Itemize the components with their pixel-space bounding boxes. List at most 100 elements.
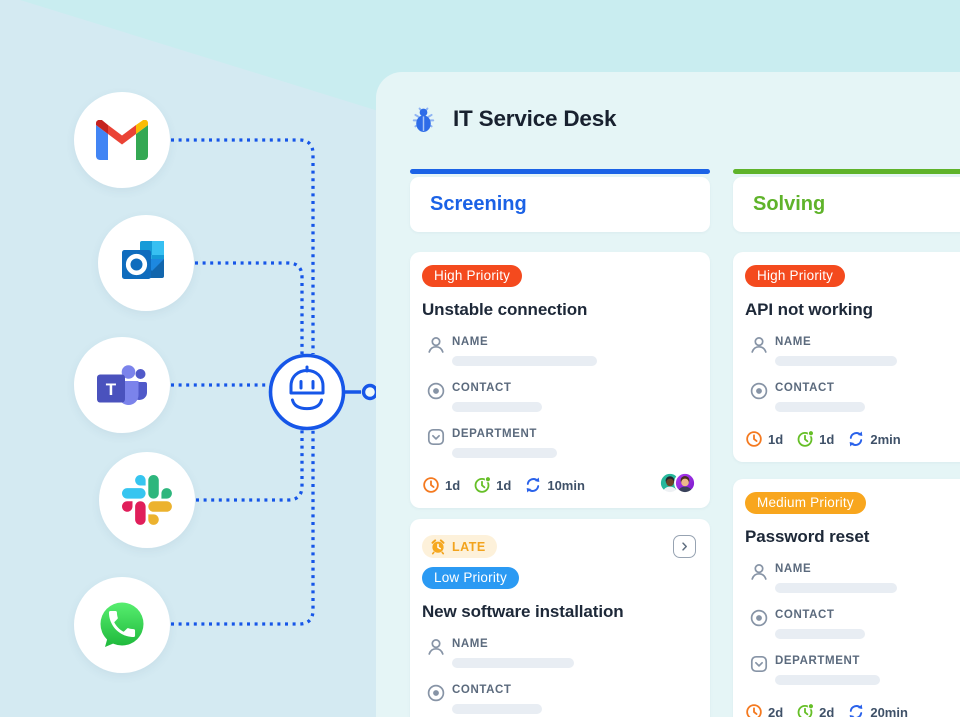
field-name: NAME bbox=[745, 335, 960, 366]
field-department: DEPARTMENT bbox=[422, 427, 696, 458]
metric-elapsed: 1d bbox=[473, 476, 511, 494]
wire-whatsapp bbox=[171, 430, 315, 626]
field-contact: CONTACT bbox=[745, 381, 960, 412]
column-accent-bar bbox=[733, 169, 960, 174]
metric-overdue: 2d bbox=[745, 703, 783, 717]
card-footer: 1d 1d 2min bbox=[745, 428, 960, 450]
ticket-card[interactable]: LATE Low Priority New software installat… bbox=[410, 519, 710, 717]
card-list: High Priority API not working NAME CONTA… bbox=[733, 252, 960, 717]
ticket-title: New software installation bbox=[422, 602, 624, 621]
wire-outlook bbox=[195, 261, 304, 354]
page-title: IT Service Desk bbox=[453, 106, 617, 131]
field-label: NAME bbox=[775, 563, 812, 575]
field-label: CONTACT bbox=[775, 382, 835, 394]
clock-green-icon bbox=[796, 430, 814, 448]
column-accent-bar bbox=[410, 169, 710, 174]
field-placeholder-bar bbox=[775, 402, 865, 412]
ticket-card[interactable]: Medium Priority Password reset NAME CONT… bbox=[733, 479, 960, 717]
ticket-title: Password reset bbox=[745, 527, 870, 546]
clock-green-icon bbox=[796, 703, 814, 717]
ticket-card[interactable]: High Priority API not working NAME CONTA… bbox=[733, 252, 960, 462]
clock-green-icon bbox=[473, 476, 491, 494]
field-contact: CONTACT bbox=[422, 381, 696, 412]
alarm-icon bbox=[430, 538, 446, 555]
svg-text:T: T bbox=[106, 380, 117, 399]
field-placeholder-bar bbox=[452, 704, 542, 714]
metric-overdue: 1d bbox=[422, 476, 460, 494]
card-top-row: LATE bbox=[422, 535, 696, 558]
panel-header: IT Service Desk bbox=[410, 105, 617, 133]
chatbot-icon bbox=[268, 353, 346, 431]
gmail-icon bbox=[96, 120, 148, 160]
column-title: Screening bbox=[430, 193, 527, 215]
outlook-icon bbox=[122, 241, 164, 279]
dropdown-icon bbox=[426, 427, 446, 447]
bug-icon bbox=[412, 107, 435, 132]
card-footer: 1d 1d 10min bbox=[422, 472, 696, 496]
field-name: NAME bbox=[422, 637, 696, 668]
ticket-card[interactable]: High Priority Unstable connection NAME C… bbox=[410, 252, 710, 508]
outlook-circle bbox=[98, 215, 194, 311]
whatsapp-circle bbox=[74, 577, 170, 673]
metric-cycle: 20min bbox=[847, 703, 908, 717]
priority-badge: High Priority bbox=[422, 265, 523, 287]
field-department: DEPARTMENT bbox=[745, 654, 960, 685]
field-placeholder-bar bbox=[775, 356, 897, 366]
contact-icon bbox=[426, 683, 446, 703]
field-contact: CONTACT bbox=[745, 608, 960, 639]
ticket-title: Unstable connection bbox=[422, 300, 588, 319]
column-title: Solving bbox=[753, 193, 826, 215]
slack-icon bbox=[122, 475, 172, 525]
column-solving: Solving High Priority API not working NA… bbox=[733, 169, 960, 717]
avatar bbox=[674, 472, 696, 494]
field-label: DEPARTMENT bbox=[452, 428, 538, 440]
metric-elapsed: 1d bbox=[796, 430, 834, 448]
priority-badge: Medium Priority bbox=[745, 492, 866, 514]
field-placeholder-bar bbox=[775, 675, 880, 685]
clock-orange-icon bbox=[422, 476, 440, 494]
field-placeholder-bar bbox=[775, 583, 897, 593]
metric-cycle: 10min bbox=[524, 476, 585, 494]
card-footer: 2d 2d 20min bbox=[745, 701, 960, 717]
priority-badge: Low Priority bbox=[422, 567, 519, 589]
field-label: NAME bbox=[452, 336, 489, 348]
sync-blue-icon bbox=[847, 703, 865, 717]
contact-icon bbox=[749, 381, 769, 401]
column-header: Screening bbox=[410, 177, 710, 232]
field-label: NAME bbox=[452, 638, 489, 650]
dropdown-icon bbox=[749, 654, 769, 674]
person-icon bbox=[749, 335, 769, 355]
priority-badge: High Priority bbox=[745, 265, 846, 287]
clock-orange-icon bbox=[745, 430, 763, 448]
field-placeholder-bar bbox=[775, 629, 865, 639]
status-badge: LATE bbox=[422, 535, 497, 558]
field-contact: CONTACT bbox=[422, 683, 696, 714]
contact-icon bbox=[426, 381, 446, 401]
sync-blue-icon bbox=[847, 430, 865, 448]
whatsapp-icon bbox=[100, 602, 144, 647]
field-placeholder-bar bbox=[452, 402, 542, 412]
ticket-title: API not working bbox=[745, 300, 873, 319]
field-label: CONTACT bbox=[452, 684, 512, 696]
connector-node bbox=[361, 383, 379, 401]
field-name: NAME bbox=[745, 562, 960, 593]
field-placeholder-bar bbox=[452, 658, 574, 668]
metric-elapsed: 2d bbox=[796, 703, 834, 717]
field-placeholder-bar bbox=[452, 448, 557, 458]
metric-cycle: 2min bbox=[847, 430, 901, 448]
assignee-avatars bbox=[659, 472, 696, 494]
person-icon bbox=[749, 562, 769, 582]
field-name: NAME bbox=[422, 335, 696, 366]
expand-card-button[interactable] bbox=[673, 535, 696, 558]
field-label: CONTACT bbox=[775, 609, 835, 621]
sync-blue-icon bbox=[524, 476, 542, 494]
wire-gmail bbox=[171, 138, 315, 354]
metric-overdue: 1d bbox=[745, 430, 783, 448]
field-label: DEPARTMENT bbox=[775, 655, 861, 667]
service-desk-panel: IT Service Desk Screening High Priority … bbox=[376, 72, 960, 717]
clock-orange-icon bbox=[745, 703, 763, 717]
person-icon bbox=[426, 637, 446, 657]
field-label: NAME bbox=[775, 336, 812, 348]
teams-circle: T bbox=[74, 337, 170, 433]
